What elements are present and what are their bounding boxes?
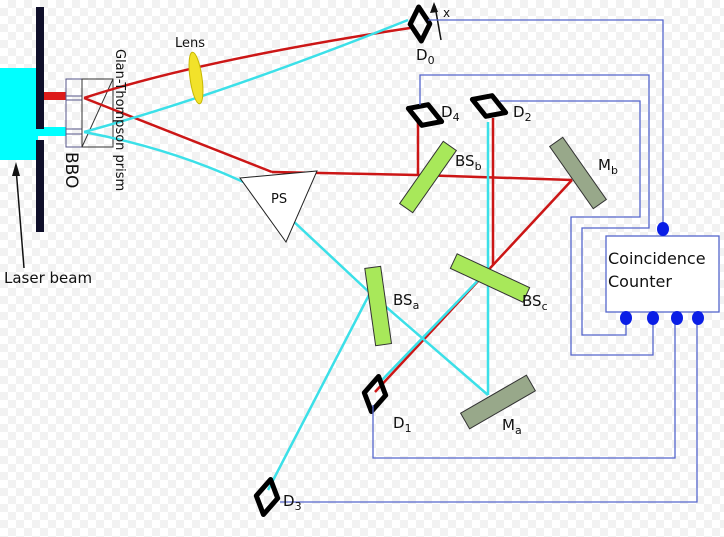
counter-label-line2: Counter <box>608 272 672 291</box>
prism-label: Glan-Thompson prism <box>112 49 127 191</box>
mirror-a <box>459 374 537 430</box>
laser-arrow <box>15 167 25 269</box>
beam-splitter-c-label: BSc <box>522 292 548 313</box>
detector-d0-label: D0 <box>416 46 435 67</box>
x-axis-arrow-head <box>430 2 438 13</box>
idler-beams <box>83 18 490 491</box>
beam-splitter-a-label: BSa <box>393 291 419 312</box>
lens <box>188 51 204 105</box>
lens-label: Lens <box>175 36 205 51</box>
laser-beam-label: Laser beam <box>4 269 92 287</box>
bbo-crystal <box>65 78 83 148</box>
detector-d4-label: D4 <box>441 103 460 124</box>
mirror-a-label: Ma <box>502 416 522 437</box>
laser-source <box>0 68 38 160</box>
bbo-label: BBO <box>61 152 81 188</box>
ps-prism <box>239 170 318 244</box>
aperture-wall-top <box>36 7 44 129</box>
beam-splitter-a <box>364 265 393 347</box>
detector-d1-label: D1 <box>393 414 412 435</box>
aperture-wall-bottom <box>36 140 44 232</box>
detector-d1 <box>361 373 389 415</box>
detector-d2 <box>469 93 509 119</box>
beam-splitter-b-label: BSb <box>455 152 482 173</box>
laser-arrow-head <box>12 162 20 176</box>
coincidence-counter <box>605 235 720 313</box>
detector-d2-label: D2 <box>513 103 532 124</box>
counter-nodes <box>620 222 704 325</box>
counter-label-line1: Coincidence <box>608 249 706 268</box>
signal-wires <box>280 19 698 503</box>
ps-label: PS <box>271 192 287 207</box>
signal-beams <box>83 26 573 393</box>
detector-d0 <box>407 4 433 44</box>
detector-d3 <box>253 476 281 518</box>
laser-pump-beam <box>38 127 66 136</box>
mirror-b <box>548 136 608 210</box>
detector-d3-label: D3 <box>283 492 302 513</box>
x-axis-label: x <box>443 6 450 20</box>
laser-pump-red <box>38 92 66 100</box>
beam-splitter-c <box>449 253 531 303</box>
detector-d4 <box>405 102 445 128</box>
mirror-b-label: Mb <box>598 156 618 177</box>
beam-splitter-b <box>398 140 458 214</box>
